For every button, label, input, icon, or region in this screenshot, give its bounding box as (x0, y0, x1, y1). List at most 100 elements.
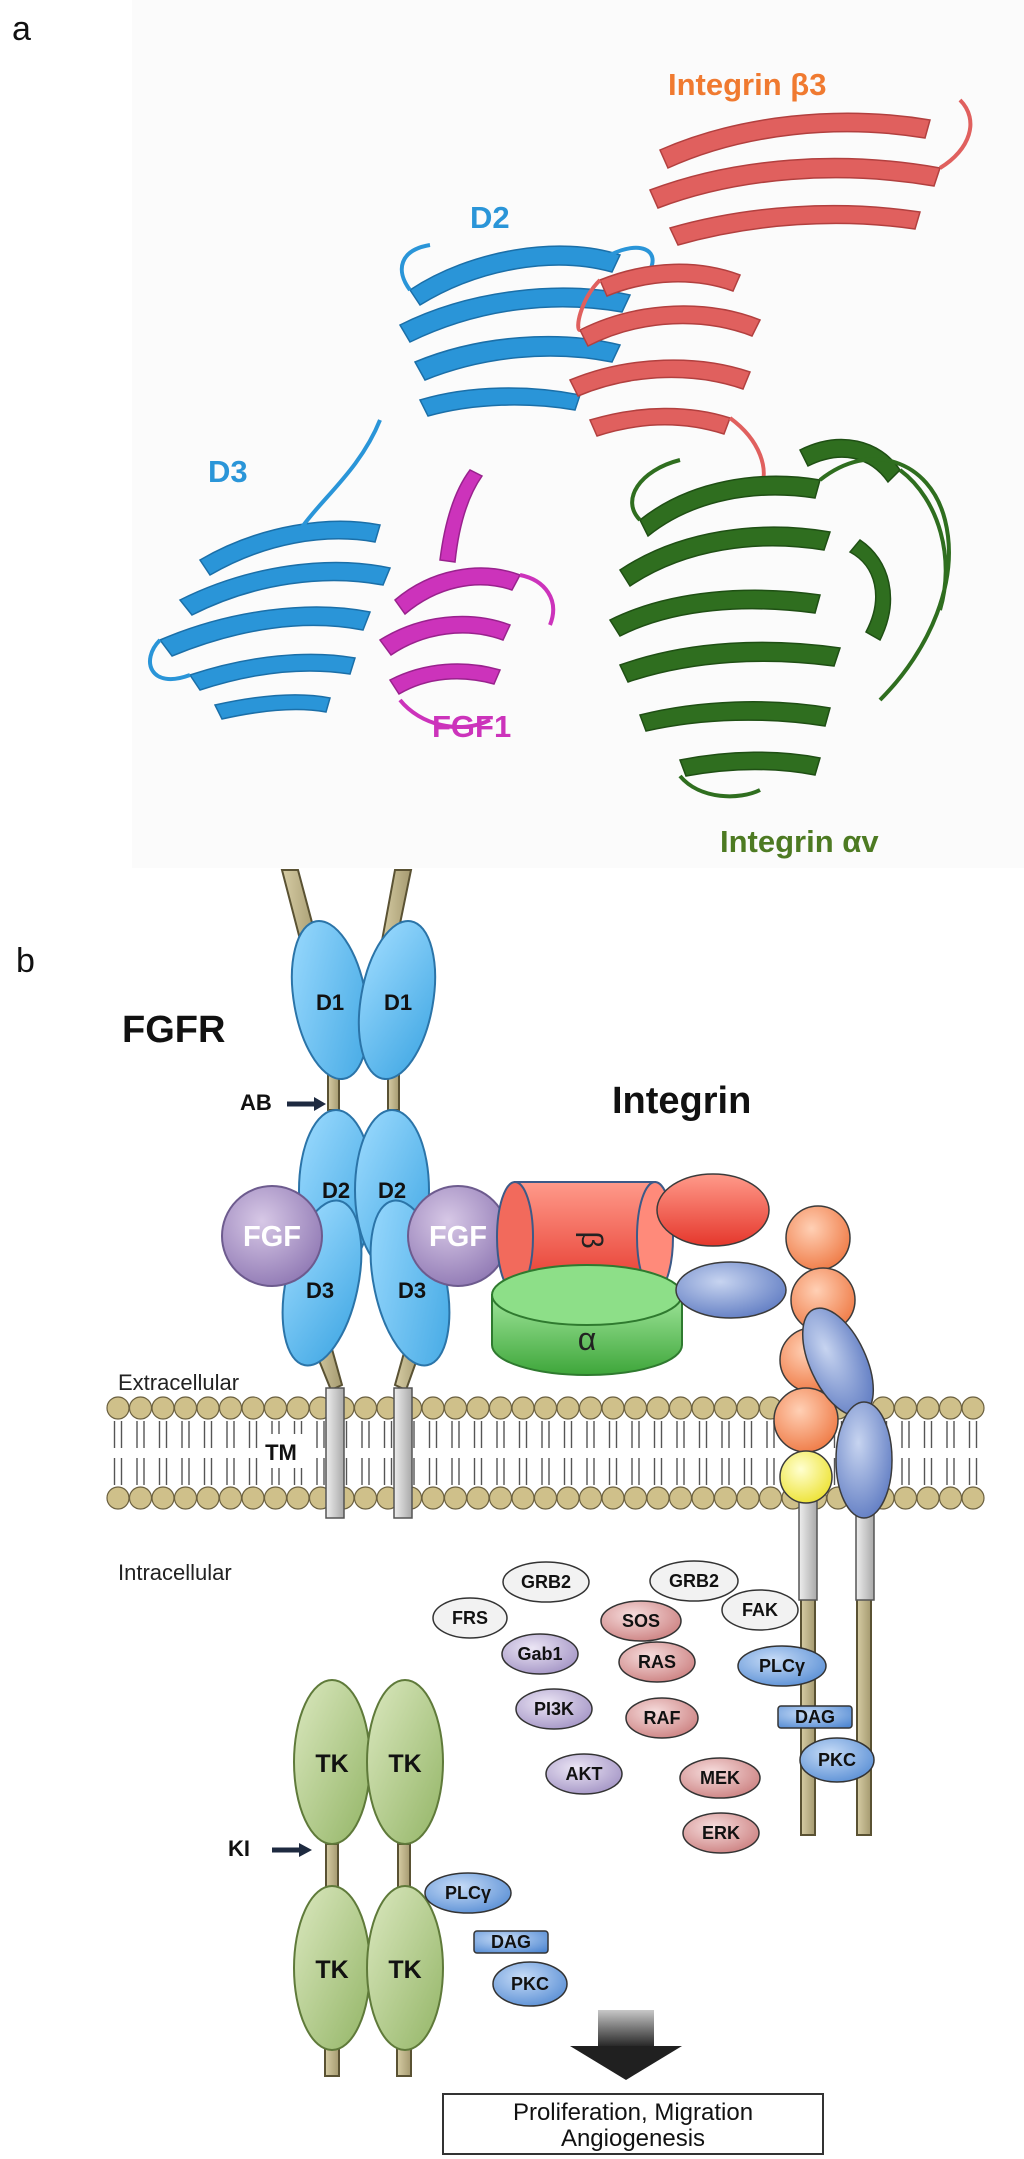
label-plcg-fgfr: PLCγ (445, 1883, 491, 1903)
outcome-line-1: Proliferation, Migration (513, 2099, 753, 2126)
fgfr-receptor-right (348, 915, 463, 1373)
label-dag-fgfr: DAG (491, 1932, 531, 1952)
lipid-head (130, 1397, 152, 1419)
lipid-head (490, 1397, 512, 1419)
lipid-head (580, 1487, 602, 1509)
panel-a-structure: D2 D3 FGF1 Integrin β3 (132, 0, 1024, 868)
downstream-arrow (570, 2010, 682, 2080)
lipid-head (962, 1487, 984, 1509)
lipid-head (670, 1487, 692, 1509)
lipid-head (917, 1487, 939, 1509)
ab-arrow (287, 1097, 326, 1111)
lipid-head (445, 1397, 467, 1419)
lipid-head (287, 1397, 309, 1419)
lipid-head (625, 1487, 647, 1509)
lipid-head (940, 1397, 962, 1419)
panel-b-schematic: TM D1 D1 D2 D2 D3 D3 FGF FGF (107, 870, 984, 2154)
lipid-head (422, 1487, 444, 1509)
label-akt: AKT (566, 1764, 603, 1784)
label-pi3k: PI3K (534, 1699, 574, 1719)
tm-label-box: TM (258, 1434, 304, 1468)
lipid-head (647, 1487, 669, 1509)
lipid-head (490, 1487, 512, 1509)
lipid-head (355, 1487, 377, 1509)
label-mek: MEK (700, 1768, 740, 1788)
lipid-head (220, 1487, 242, 1509)
label-grb2-right: GRB2 (669, 1571, 719, 1591)
lipid-head (355, 1397, 377, 1419)
label-pkc-integrin: PKC (818, 1750, 856, 1770)
ab-label: AB (240, 1090, 272, 1115)
lipid-head (535, 1487, 557, 1509)
lipid-head (895, 1397, 917, 1419)
lipid-head (265, 1397, 287, 1419)
integrin-alpha-subunit: α (492, 1265, 682, 1375)
label-fgf1: FGF1 (432, 709, 511, 744)
lipid-head (242, 1397, 264, 1419)
label-plcg-integrin: PLCγ (759, 1656, 805, 1676)
lipid-head (422, 1397, 444, 1419)
lipid-head (197, 1487, 219, 1509)
lipid-head (602, 1487, 624, 1509)
lipid-head (535, 1397, 557, 1419)
lipid-head (512, 1397, 534, 1419)
lipid-head (467, 1397, 489, 1419)
lipid-head (175, 1487, 197, 1509)
lipid-head (917, 1397, 939, 1419)
label-d3: D3 (208, 454, 248, 489)
lipid-head (737, 1397, 759, 1419)
label-tk-upper-right: TK (388, 1750, 421, 1778)
label-frs: FRS (452, 1608, 488, 1628)
label-raf: RAF (644, 1708, 681, 1728)
lipid-head (467, 1487, 489, 1509)
label-d2: D2 (470, 200, 510, 235)
lipid-head (152, 1397, 174, 1419)
lipid-head (737, 1487, 759, 1509)
lipid-head (287, 1487, 309, 1509)
lipid-head (602, 1397, 624, 1419)
label-d3-left: D3 (306, 1278, 334, 1303)
alpha-label: α (578, 1321, 597, 1357)
label-d1-left: D1 (316, 990, 344, 1015)
lipid-head (760, 1487, 782, 1509)
lipid-head (715, 1487, 737, 1509)
lipid-head (962, 1397, 984, 1419)
lipid-head (175, 1397, 197, 1419)
lipid-head (107, 1397, 129, 1419)
intracellular-label: Intracellular (118, 1560, 232, 1585)
lipid-head (895, 1487, 917, 1509)
label-fak: FAK (742, 1600, 778, 1620)
integrin-alpha-calf2-domain (836, 1402, 892, 1518)
label-dag-integrin: DAG (795, 1707, 835, 1727)
label-grb2-left: GRB2 (521, 1572, 571, 1592)
integrin-alpha-thigh-domain (676, 1262, 786, 1318)
lipid-head (647, 1397, 669, 1419)
label-d3-right: D3 (398, 1278, 426, 1303)
kinase-domains (294, 1680, 443, 2050)
label-tk-upper-left: TK (315, 1750, 348, 1778)
lipid-head (625, 1397, 647, 1419)
lipid-head (445, 1487, 467, 1509)
integrin-beta-hybrid-domain (657, 1174, 769, 1246)
label-fgf-right: FGF (429, 1221, 487, 1253)
label-ras: RAS (638, 1652, 676, 1672)
lipid-head (692, 1487, 714, 1509)
fgfr-title: FGFR (122, 1009, 225, 1051)
lipid-head (670, 1397, 692, 1419)
lipid-head (130, 1487, 152, 1509)
label-d2-right: D2 (378, 1178, 406, 1203)
ki-label: KI (228, 1836, 250, 1861)
label-sos: SOS (622, 1611, 660, 1631)
lipid-head (152, 1487, 174, 1509)
label-pkc-fgfr: PKC (511, 1974, 549, 1994)
label-fgf-left: FGF (243, 1221, 301, 1253)
lipid-head (220, 1397, 242, 1419)
lipid-head (512, 1487, 534, 1509)
label-gab1: Gab1 (517, 1644, 562, 1664)
lipid-head (557, 1397, 579, 1419)
integrin-beta-tail-domain (780, 1451, 832, 1503)
tm-label: TM (265, 1440, 297, 1465)
lipid-head (265, 1487, 287, 1509)
label-tk-lower-left: TK (315, 1956, 348, 1984)
ki-arrow (272, 1843, 312, 1857)
